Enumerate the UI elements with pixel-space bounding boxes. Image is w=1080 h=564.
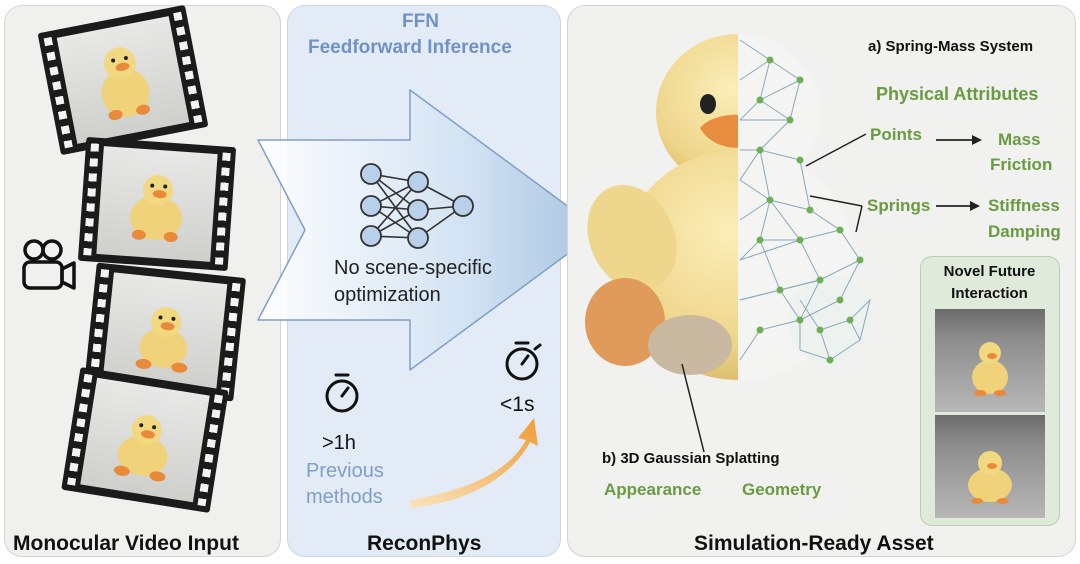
appearance-label: Appearance [604, 480, 702, 499]
new-time: <1s [500, 393, 535, 416]
points-label: Points [870, 125, 922, 144]
duck-image [101, 47, 150, 121]
prev-label-2: methods [306, 486, 383, 508]
stopwatch-icon [325, 373, 359, 413]
stopwatch-fast-icon [505, 341, 542, 381]
arrow-text-2: optimization [334, 284, 441, 306]
springs-attr-stiffness: Stiffness [988, 196, 1060, 215]
speed-arrow [410, 418, 538, 508]
spring-mass-mesh [738, 34, 872, 380]
points-attr-mass: Mass [998, 130, 1041, 149]
physical-attributes-label: Physical Attributes [876, 84, 1039, 104]
geometry-label: Geometry [742, 480, 822, 499]
video-frame-4 [61, 367, 229, 513]
video-frame-1 [37, 4, 209, 156]
points-attr-friction: Friction [990, 155, 1053, 174]
gaussian-title: b) 3D Gaussian Splatting [602, 450, 780, 467]
ffn-caption: ReconPhys [367, 532, 482, 555]
input-caption: Monocular Video Input [13, 532, 239, 555]
video-frame-3 [83, 262, 247, 402]
spring-mass-title: a) Spring-Mass System [868, 38, 1034, 55]
springs-label: Springs [867, 196, 931, 215]
prev-label-1: Previous [306, 460, 384, 482]
novel-interaction-box: Novel Future Interaction [920, 256, 1060, 526]
arrow-text-1: No scene-specific [334, 257, 492, 279]
ffn-title: FFN [402, 11, 439, 32]
novel-frame-1 [935, 309, 1045, 412]
novel-title-1: Novel Future [943, 263, 1036, 280]
video-frame-2 [77, 136, 237, 272]
prev-time: >1h [322, 432, 356, 454]
ffn-subtitle: Feedforward Inference [308, 37, 512, 58]
asset-caption: Simulation-Ready Asset [694, 532, 934, 555]
novel-title-2: Interaction [951, 285, 1028, 302]
video-camera-icon [22, 239, 76, 290]
neural-network-icon [360, 163, 474, 249]
springs-attr-damping: Damping [988, 222, 1061, 241]
novel-frame-2 [935, 415, 1045, 518]
